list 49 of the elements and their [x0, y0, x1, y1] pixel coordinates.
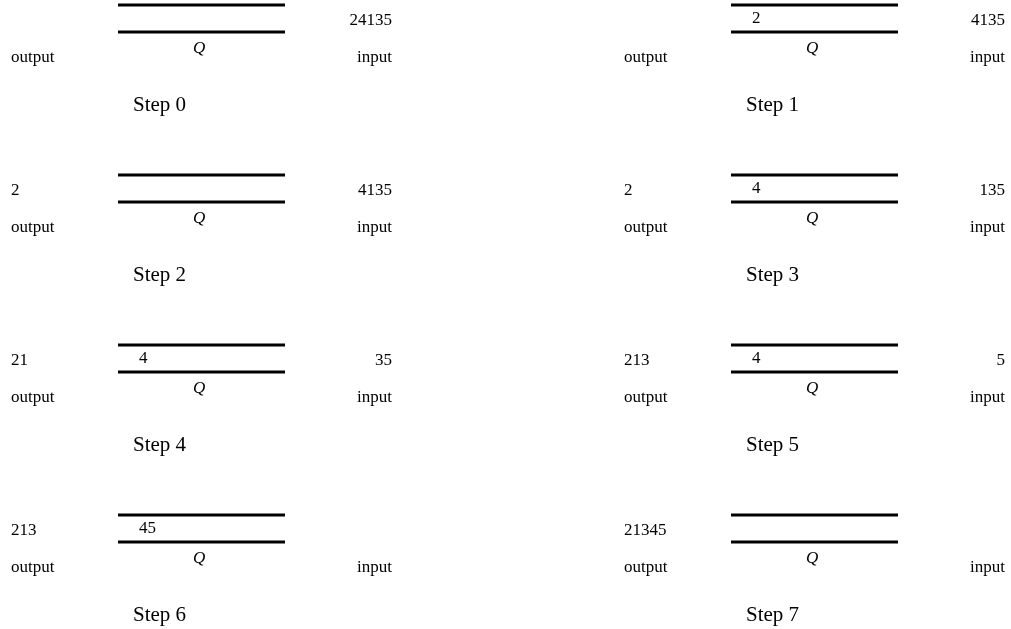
input-sequence: 4135 [358, 180, 392, 200]
step-caption: Step 6 [133, 602, 187, 626]
output-sequence: 21 [11, 350, 28, 370]
input-label: input [970, 557, 1005, 577]
output-sequence: 213 [624, 350, 650, 370]
queue-label: Q [806, 38, 819, 58]
queue-label: Q [193, 378, 206, 398]
output-label: output [624, 217, 668, 237]
step-caption: Step 4 [133, 432, 187, 456]
input-label: input [970, 387, 1005, 407]
step-caption: Step 3 [746, 262, 800, 286]
input-label: input [357, 557, 392, 577]
step-caption: Step 5 [746, 432, 800, 456]
output-label: output [11, 387, 55, 407]
input-label: input [970, 217, 1005, 237]
queue-label: Q [806, 548, 819, 568]
step-caption: Step 0 [133, 92, 187, 116]
queue-contents: 4 [752, 348, 761, 368]
output-label: output [624, 47, 668, 67]
input-label: input [357, 217, 392, 237]
input-sequence: 4135 [971, 10, 1005, 30]
output-label: output [624, 387, 668, 407]
queue-contents: 4 [752, 178, 761, 198]
queue-label: Q [806, 208, 819, 228]
input-sequence: 24135 [349, 10, 392, 30]
step-caption: Step 2 [133, 262, 187, 286]
queue-contents: 45 [139, 518, 156, 538]
step-caption: Step 7 [746, 602, 800, 626]
output-sequence: 2 [11, 180, 20, 200]
input-label: input [970, 47, 1005, 67]
queue-label: Q [806, 378, 819, 398]
output-label: output [11, 47, 55, 67]
output-label: output [11, 217, 55, 237]
input-sequence: 5 [996, 350, 1005, 370]
output-sequence: 213 [11, 520, 37, 540]
output-label: output [11, 557, 55, 577]
input-label: input [357, 47, 392, 67]
input-sequence: 135 [979, 180, 1005, 200]
queue-label: Q [193, 38, 206, 58]
output-label: output [624, 557, 668, 577]
queue-label: Q [193, 208, 206, 228]
input-sequence: 35 [375, 350, 392, 370]
queue-contents: 2 [752, 8, 761, 28]
output-sequence: 2 [624, 180, 633, 200]
step-caption: Step 1 [746, 92, 800, 116]
input-label: input [357, 387, 392, 407]
queue-contents: 4 [139, 348, 148, 368]
queue-label: Q [193, 548, 206, 568]
output-sequence: 21345 [624, 520, 667, 540]
